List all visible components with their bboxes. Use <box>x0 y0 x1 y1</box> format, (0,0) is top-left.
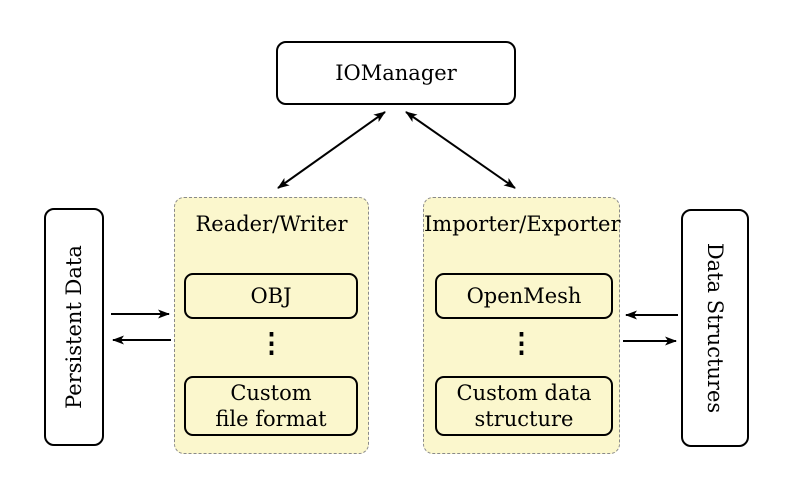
reader-writer-ellipsis: ⋮ <box>258 328 285 359</box>
importer-exporter-ellipsis: ⋮ <box>508 328 535 359</box>
persistent-data-label: Persistent Data <box>62 245 86 409</box>
obj-node: OBJ <box>184 273 358 319</box>
reader-writer-container: Reader/Writer OBJ ⋮ Custom file format <box>174 197 369 454</box>
custom-data-structure-node: Custom data structure <box>435 376 613 436</box>
persistent-data-node: Persistent Data <box>44 208 104 446</box>
arrow-iomanager-reader-writer <box>277 111 386 189</box>
openmesh-label: OpenMesh <box>466 284 582 308</box>
custom-data-structure-line2: structure <box>474 407 574 431</box>
custom-file-format-node: Custom file format <box>184 376 358 436</box>
custom-data-structure-line1: Custom data <box>456 381 592 405</box>
openmesh-node: OpenMesh <box>435 273 613 319</box>
importer-exporter-container: Importer/Exporter OpenMesh ⋮ Custom data… <box>423 197 621 454</box>
data-structures-node: Data Structures <box>681 209 749 447</box>
custom-file-format-line1: Custom <box>230 381 312 405</box>
data-structures-label: Data Structures <box>703 242 728 414</box>
custom-file-format-line2: file format <box>215 407 327 431</box>
importer-exporter-label: Importer/Exporter <box>424 212 621 236</box>
reader-writer-label: Reader/Writer <box>195 212 348 236</box>
obj-label: OBJ <box>250 284 292 308</box>
iomanager-node: IOManager <box>276 41 516 105</box>
arrow-iomanager-importer-exporter <box>405 111 516 189</box>
iomanager-label: IOManager <box>335 61 457 85</box>
